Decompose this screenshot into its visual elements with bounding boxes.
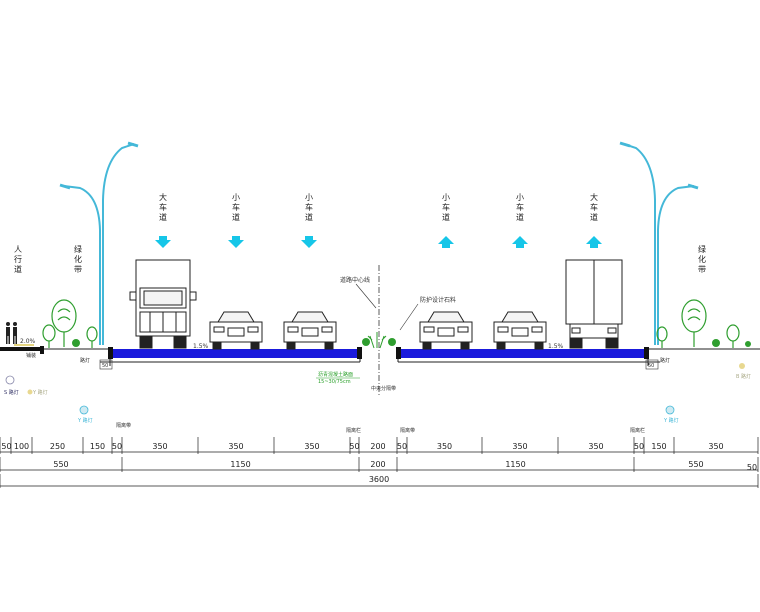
shrub-right-icon xyxy=(656,324,740,348)
annotation-bottom-right: B 路灯 xyxy=(736,363,751,380)
sidewalk-left-edge xyxy=(40,346,44,354)
tree-left-icon xyxy=(51,299,77,347)
vertical-labels: 人行道 绿化带 绿化带 大车道 小车道 小车道 小车道 小车道 大车道 xyxy=(14,192,706,274)
dim-row1-label: 350 xyxy=(304,442,319,451)
dim-row1-label: 350 xyxy=(708,442,723,451)
svg-text:Y 路灯: Y 路灯 xyxy=(77,417,93,424)
dim-row2-label: 550 xyxy=(53,460,68,469)
arrow-up-icon xyxy=(586,236,602,248)
dim-row1-label: 50 xyxy=(1,442,11,451)
dim-row1-label: 150 xyxy=(651,442,666,451)
label-left-slope: 2.0% xyxy=(20,338,36,345)
truck-right-icon xyxy=(565,259,623,349)
plant-dot-icon xyxy=(362,338,370,346)
label-pavement-note2: 15~30/75cm xyxy=(318,379,351,385)
plant-dot-icon xyxy=(72,339,80,347)
plant-dot-icon xyxy=(388,338,396,346)
street-lamp-left xyxy=(59,141,139,345)
svg-text:Y 路灯: Y 路灯 xyxy=(663,417,679,424)
dim-row1-label: 350 xyxy=(512,442,527,451)
dim-row1-label: 50 xyxy=(112,442,122,451)
dim-row1-label: 250 xyxy=(50,442,65,451)
curb-left xyxy=(108,347,113,359)
label-lane-1: 大车道 xyxy=(159,192,167,222)
dim-row1-label: 50 xyxy=(349,442,359,451)
pavement-right xyxy=(398,349,646,358)
arrow-up-icon xyxy=(512,236,528,248)
pavement-left xyxy=(112,349,360,358)
label-dim-50-right-curb: 50 xyxy=(648,363,654,369)
label-pavement-note: 沥青混凝土路面 xyxy=(318,371,353,378)
label-lane-3: 小车道 xyxy=(305,193,313,222)
svg-text:Y 路灯: Y 路灯 xyxy=(32,389,48,396)
curb-mid-left xyxy=(357,347,362,359)
shrub-left-icon xyxy=(42,324,98,348)
label-right-lane-slope: 1.5% xyxy=(548,343,564,350)
plant-dot-icon xyxy=(712,339,720,347)
car-right-1-icon xyxy=(419,311,473,350)
lane-arrows xyxy=(155,236,602,248)
pedestrians-icon xyxy=(6,322,17,344)
tree-right-icon xyxy=(681,299,707,347)
dim-row2-edge-label: 50 xyxy=(747,463,757,472)
dim-row2-label: 1150 xyxy=(230,460,250,469)
label-dim-50-left-curb: 50 xyxy=(102,363,108,369)
dim-row2-label: 550 xyxy=(688,460,703,469)
label-strip-left: 隔离带 xyxy=(116,422,131,429)
car-left-1-icon xyxy=(209,311,263,350)
dim-row1-label: 100 xyxy=(14,442,29,451)
median-plant-icon xyxy=(367,332,387,349)
dim-row2-label: 200 xyxy=(370,460,385,469)
annotation-bottom-left: S 路灯 Y 路灯 xyxy=(4,375,48,396)
svg-text:S 路灯: S 路灯 xyxy=(4,389,19,396)
car-right-2-icon xyxy=(493,311,547,350)
curb-mid-right xyxy=(396,347,401,359)
label-median: 中央分隔带 xyxy=(371,385,396,392)
label-green-right: 绿化带 xyxy=(698,245,706,274)
label-sidewalk-left: 人行道 xyxy=(14,245,22,274)
label-lane-4: 小车道 xyxy=(442,193,450,222)
dim-row1-label: 350 xyxy=(437,442,452,451)
dim-row1-label: 350 xyxy=(152,442,167,451)
label-green-left: 绿化带 xyxy=(74,245,82,274)
label-brick-left: 铺装 xyxy=(26,352,36,359)
dimension-row-2: 550 1150 200 1150 550 50 xyxy=(0,457,759,472)
annotation-mid-left: Y 路灯 xyxy=(77,405,93,424)
label-strip-right: 隔离栏 xyxy=(630,427,645,434)
dim-row1-label: 200 xyxy=(370,442,385,451)
label-strip-mid-right: 隔离带 xyxy=(400,427,415,434)
dim-row2-label: 1150 xyxy=(505,460,525,469)
label-lane-6: 大车道 xyxy=(590,192,598,222)
dim-row1-label: 50 xyxy=(634,442,644,451)
truck-left-icon xyxy=(129,259,197,349)
label-tag-right: 路灯 xyxy=(660,357,670,364)
dim-total-label: 3600 xyxy=(369,475,389,484)
label-strip-mid-left: 隔离栏 xyxy=(346,427,361,434)
arrow-down-icon xyxy=(301,236,317,248)
arrow-up-icon xyxy=(438,236,454,248)
label-lane-5: 小车道 xyxy=(516,193,524,222)
arrow-down-icon xyxy=(228,236,244,248)
label-road-centerline: 道路中心线 xyxy=(340,276,370,284)
dimension-total: 3600 xyxy=(0,474,759,488)
label-lane-2: 小车道 xyxy=(232,193,240,222)
sidewalk-left-strip xyxy=(0,347,40,351)
dim-row1-label: 350 xyxy=(588,442,603,451)
svg-text:B 路灯: B 路灯 xyxy=(736,373,751,380)
street-lamp-right xyxy=(619,141,699,345)
label-left-lane-slope: 1.5% xyxy=(193,343,209,350)
dim-row1-label: 350 xyxy=(228,442,243,451)
curb-right xyxy=(644,347,649,359)
annotation-mid-right: Y 路灯 xyxy=(663,405,679,424)
label-tag-left: 路灯 xyxy=(80,357,90,364)
dim-row1-label: 50 xyxy=(397,442,407,451)
dim-row1-label: 150 xyxy=(90,442,105,451)
label-median-guardrail: 防护设计石料 xyxy=(420,296,456,304)
plant-dot-icon xyxy=(745,341,751,347)
car-left-2-icon xyxy=(283,311,337,350)
arrow-down-icon xyxy=(155,236,171,248)
